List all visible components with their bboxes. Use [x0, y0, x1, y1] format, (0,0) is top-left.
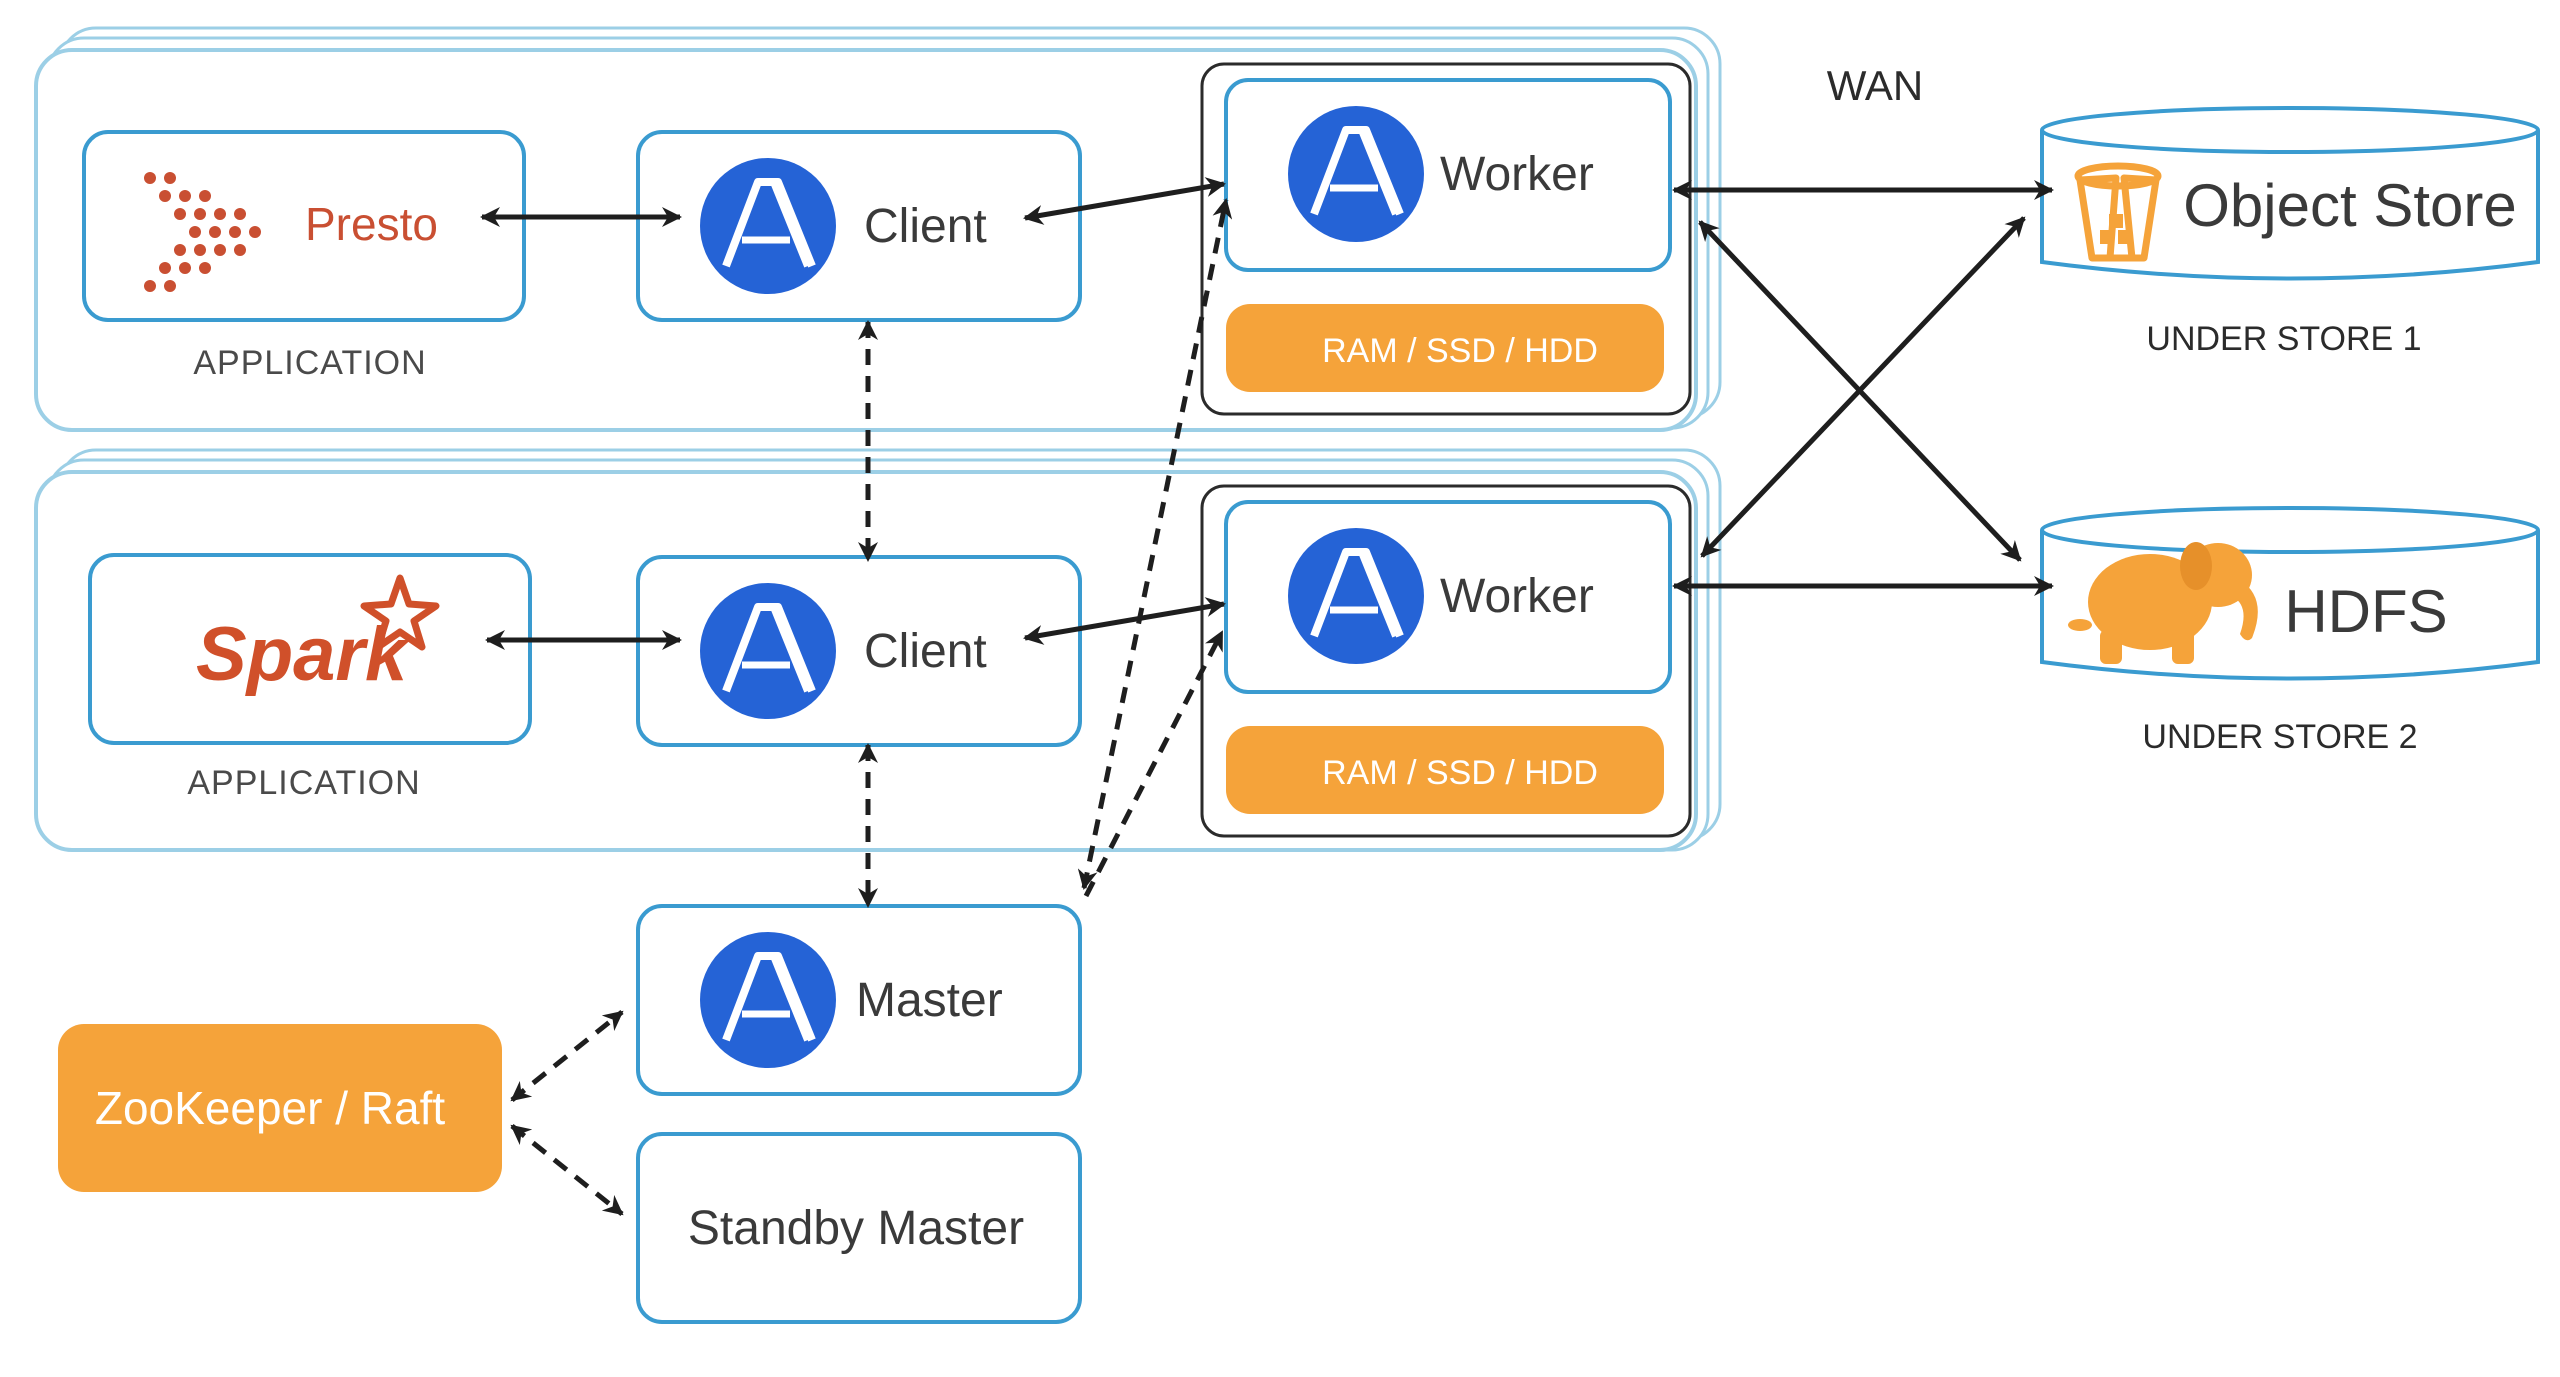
alluxio-logo-icon	[700, 932, 836, 1068]
storage-tier-badge-2	[1226, 726, 1664, 814]
worker-label-2: Worker	[1440, 570, 1594, 623]
worker-node-2[interactable]: Worker RAM / SSD / HDD	[1200, 484, 1692, 838]
application-label-2: APPLICATION	[187, 764, 420, 802]
arrow-worker2-objectstore	[1700, 216, 2026, 558]
presto-application-box[interactable]: Presto	[82, 130, 526, 322]
wan-label: WAN	[1827, 62, 1923, 109]
standby-master-label: Standby Master	[688, 1202, 1024, 1255]
arrow-master-worker1	[1077, 198, 1233, 890]
presto-label: Presto	[305, 198, 438, 250]
worker-label-1: Worker	[1440, 148, 1594, 201]
arrow-zookeeper-standby	[510, 1124, 624, 1216]
arrow-zookeeper-master	[510, 1010, 624, 1102]
under-store-2-label: UNDER STORE 2	[2142, 718, 2417, 756]
storage-tier-label-2: RAM / SSD / HDD	[1322, 754, 1598, 792]
hdfs-label: HDFS	[2284, 578, 2447, 645]
dashed-connections	[510, 198, 1233, 1216]
spark-logo-text: Spark	[196, 612, 411, 697]
spark-application-box[interactable]: Spark	[88, 553, 532, 745]
alluxio-logo-icon	[1288, 528, 1424, 664]
storage-tier-badge-1	[1226, 304, 1664, 392]
application-label-1: APPLICATION	[193, 344, 426, 382]
hdfs-cylinder[interactable]: HDFS	[2040, 506, 2540, 681]
zookeeper-raft-box[interactable]: ZooKeeper / Raft	[58, 1024, 502, 1192]
master-box[interactable]: Master	[636, 904, 1082, 1096]
alluxio-logo-icon	[700, 158, 836, 294]
worker-node-1[interactable]: Worker RAM / SSD / HDD	[1200, 62, 1692, 416]
client-box-1[interactable]: Client	[636, 130, 1082, 322]
client-label-2: Client	[864, 625, 987, 678]
master-label: Master	[856, 974, 1003, 1027]
standby-master-box[interactable]: Standby Master	[636, 1132, 1082, 1324]
under-store-1-label: UNDER STORE 1	[2146, 320, 2421, 358]
zookeeper-label: ZooKeeper / Raft	[95, 1082, 446, 1134]
client-box-2[interactable]: Client	[636, 555, 1082, 747]
alluxio-logo-icon	[1288, 106, 1424, 242]
arrow-master-worker2	[1083, 630, 1225, 898]
hadoop-elephant-icon	[2068, 542, 2258, 664]
presto-logo-icon	[144, 172, 261, 292]
client-label-1: Client	[864, 200, 987, 253]
bucket-icon	[2074, 162, 2162, 262]
storage-tier-label-1: RAM / SSD / HDD	[1322, 332, 1598, 370]
spark-logo-icon: Spark	[196, 574, 440, 697]
alluxio-logo-icon	[700, 583, 836, 719]
object-store-label: Object Store	[2183, 172, 2517, 239]
object-store-cylinder[interactable]: Object Store	[2040, 106, 2540, 281]
